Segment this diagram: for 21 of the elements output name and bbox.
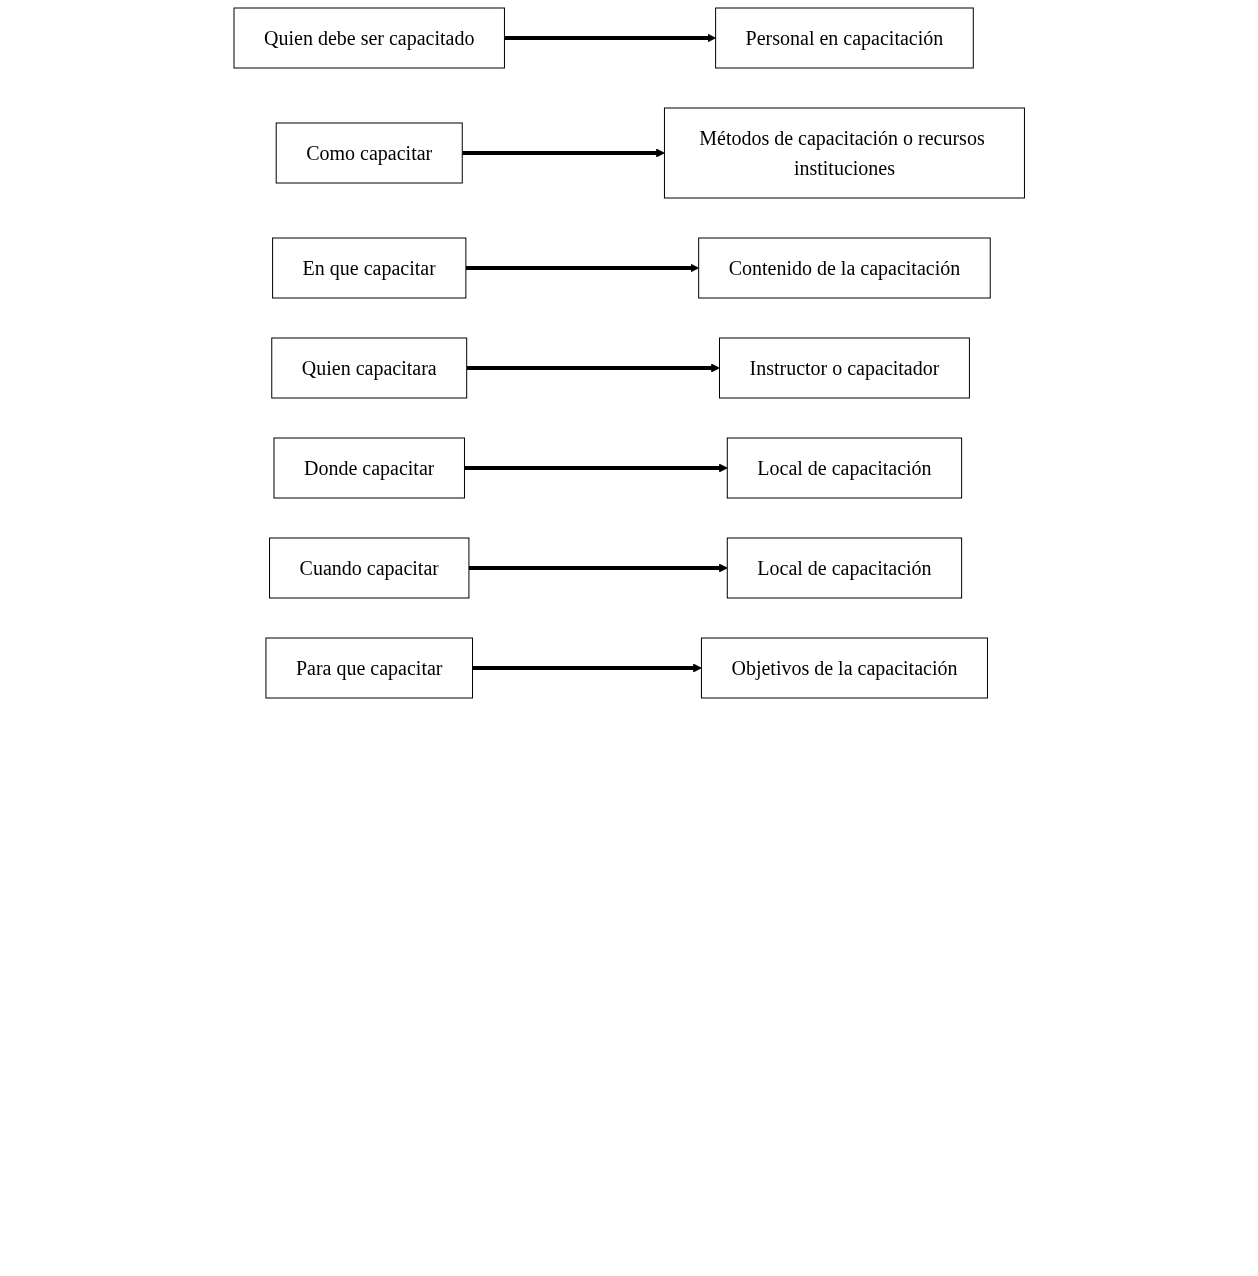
arrow bbox=[468, 563, 728, 573]
node-box: Métodos de capacitación o recursos instituciones bbox=[663, 107, 1025, 199]
node-box: Contenido de la capacitación bbox=[697, 237, 991, 299]
node-box: Como capacitar bbox=[275, 122, 463, 184]
node-box: Local de capacitación bbox=[726, 537, 962, 599]
node-box: En que capacitar bbox=[271, 237, 467, 299]
node-box: Objetivos de la capacitación bbox=[700, 637, 988, 699]
arrow bbox=[472, 663, 702, 673]
arrow bbox=[466, 363, 720, 373]
node-box: Cuando capacitar bbox=[268, 537, 470, 599]
node-box: Donde capacitar bbox=[273, 437, 465, 499]
node-box: Para que capacitar bbox=[265, 637, 473, 699]
node-box: Personal en capacitación bbox=[714, 7, 974, 69]
node-box: Local de capacitación bbox=[726, 437, 962, 499]
node-box: Quien capacitara bbox=[271, 337, 467, 399]
arrow bbox=[465, 263, 699, 273]
arrow bbox=[464, 463, 728, 473]
arrow bbox=[462, 148, 665, 158]
node-box: Instructor o capacitador bbox=[718, 337, 970, 399]
node-box: Quien debe ser capacitado bbox=[233, 7, 505, 69]
arrow bbox=[504, 33, 716, 43]
